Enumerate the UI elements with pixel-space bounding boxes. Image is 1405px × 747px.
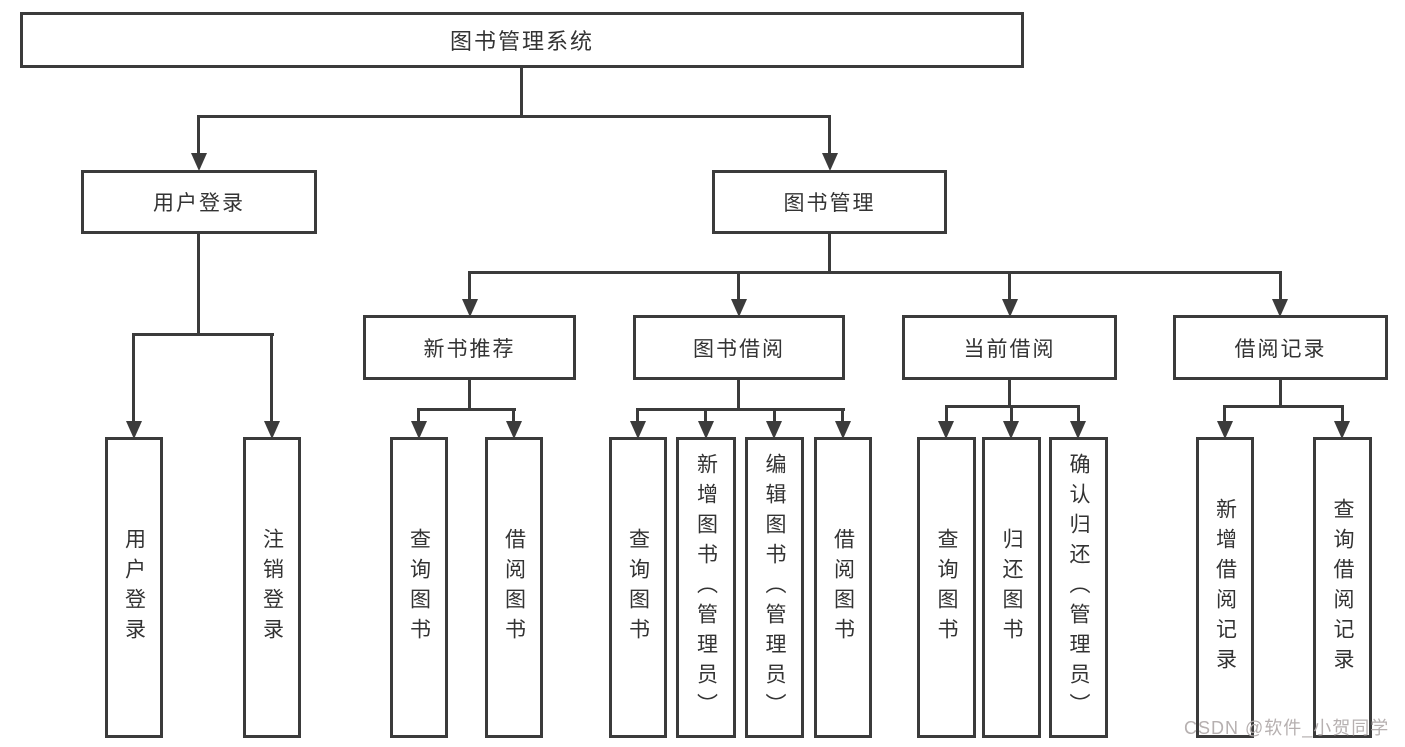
connector-line xyxy=(468,377,471,410)
node-leaf-confirm-return-admin: 确认归还（管理员） xyxy=(1049,437,1108,738)
arrow-down-icon xyxy=(835,421,851,439)
node-label: 查询图书 xyxy=(407,527,431,648)
connector-line xyxy=(1008,378,1011,408)
node-leaf-edit-book-admin: 编辑图书（管理员） xyxy=(745,437,804,738)
node-book-borrowing: 图书借阅 xyxy=(633,315,845,380)
node-label: 当前借阅 xyxy=(963,337,1056,361)
node-leaf-borrow-book-2: 借阅图书 xyxy=(814,437,872,738)
connector-line xyxy=(945,406,948,423)
arrow-down-icon xyxy=(1272,299,1288,317)
node-book-management: 图书管理 xyxy=(712,170,947,234)
node-label: 借阅记录 xyxy=(1234,337,1327,361)
node-leaf-add-book-admin: 新增图书（管理员） xyxy=(676,437,736,738)
node-leaf-user-login: 用户登录 xyxy=(105,437,163,738)
connector-line xyxy=(1077,406,1080,423)
node-leaf-borrow-book-1: 借阅图书 xyxy=(485,437,543,738)
node-label: 注销登录 xyxy=(260,527,284,648)
connector-line xyxy=(132,334,135,423)
node-leaf-logout: 注销登录 xyxy=(243,437,301,738)
connector-line xyxy=(468,271,1282,274)
arrow-down-icon xyxy=(1003,421,1019,439)
arrow-down-icon xyxy=(1070,421,1086,439)
node-label: 查询图书 xyxy=(935,527,958,648)
arrow-down-icon xyxy=(731,299,747,317)
arrow-down-icon xyxy=(1002,299,1018,317)
connector-line xyxy=(1008,272,1011,301)
connector-line xyxy=(737,377,740,410)
node-label: 新书推荐 xyxy=(423,337,516,361)
arrow-down-icon xyxy=(822,153,838,171)
node-label: 借阅图书 xyxy=(831,527,855,648)
connector-line xyxy=(197,116,200,155)
node-label: 图书管理 xyxy=(783,192,876,215)
connector-line xyxy=(1279,378,1282,408)
node-label: 图书管理系统 xyxy=(449,29,594,54)
arrow-down-icon xyxy=(506,421,522,439)
connector-line xyxy=(737,272,740,301)
connector-line xyxy=(1010,406,1013,423)
node-leaf-query-book-2: 查询图书 xyxy=(609,437,667,738)
arrow-down-icon xyxy=(191,153,207,171)
node-root: 图书管理系统 xyxy=(20,12,1024,68)
arrow-down-icon xyxy=(766,421,782,439)
arrow-down-icon xyxy=(462,299,478,317)
arrow-down-icon xyxy=(126,421,142,439)
node-label: 确认归还（管理员） xyxy=(1067,452,1090,723)
node-leaf-add-borrow-record: 新增借阅记录 xyxy=(1196,437,1254,738)
node-label: 用户登录 xyxy=(122,527,146,648)
connector-line xyxy=(197,232,200,336)
connector-line xyxy=(520,66,523,118)
connector-line xyxy=(197,115,831,118)
node-label: 新增借阅记录 xyxy=(1213,497,1237,678)
node-label: 借阅图书 xyxy=(502,527,526,648)
node-label: 归还图书 xyxy=(1000,527,1023,648)
node-label: 新增图书（管理员） xyxy=(694,452,718,723)
node-leaf-return-book: 归还图书 xyxy=(982,437,1041,738)
connector-line xyxy=(417,408,516,411)
connector-line xyxy=(468,272,471,301)
node-new-book-recommend: 新书推荐 xyxy=(363,315,576,380)
connector-line xyxy=(512,409,515,423)
node-leaf-query-book-1: 查询图书 xyxy=(390,437,448,738)
connector-line xyxy=(704,409,707,423)
connector-line xyxy=(132,333,274,336)
connector-line xyxy=(417,409,420,423)
node-borrowing-records: 借阅记录 xyxy=(1173,315,1388,380)
arrow-down-icon xyxy=(1217,421,1233,439)
node-label: 查询图书 xyxy=(626,527,650,648)
connector-line xyxy=(636,409,639,423)
connector-line xyxy=(828,231,831,273)
node-current-borrowing: 当前借阅 xyxy=(902,315,1117,380)
node-label: 编辑图书（管理员） xyxy=(763,452,786,723)
node-user-login: 用户登录 xyxy=(81,170,317,234)
arrow-down-icon xyxy=(264,421,280,439)
connector-line xyxy=(270,334,273,423)
connector-line xyxy=(1279,272,1282,301)
watermark-text: CSDN @软件_小贺同学 xyxy=(1184,718,1390,738)
node-label: 图书借阅 xyxy=(693,337,785,361)
arrow-down-icon xyxy=(698,421,714,439)
arrow-down-icon xyxy=(630,421,646,439)
connector-line xyxy=(841,409,844,423)
node-label: 用户登录 xyxy=(153,192,245,215)
connector-line xyxy=(1341,406,1344,423)
node-leaf-query-book-3: 查询图书 xyxy=(917,437,976,738)
arrow-down-icon xyxy=(411,421,427,439)
arrow-down-icon xyxy=(1334,421,1350,439)
connector-line xyxy=(636,408,845,411)
node-label: 查询借阅记录 xyxy=(1331,497,1354,678)
node-leaf-query-borrow-record: 查询借阅记录 xyxy=(1313,437,1372,738)
connector-line xyxy=(1223,405,1344,408)
connector-line xyxy=(1223,406,1226,423)
connector-line xyxy=(828,116,831,155)
connector-line xyxy=(773,409,776,423)
arrow-down-icon xyxy=(938,421,954,439)
